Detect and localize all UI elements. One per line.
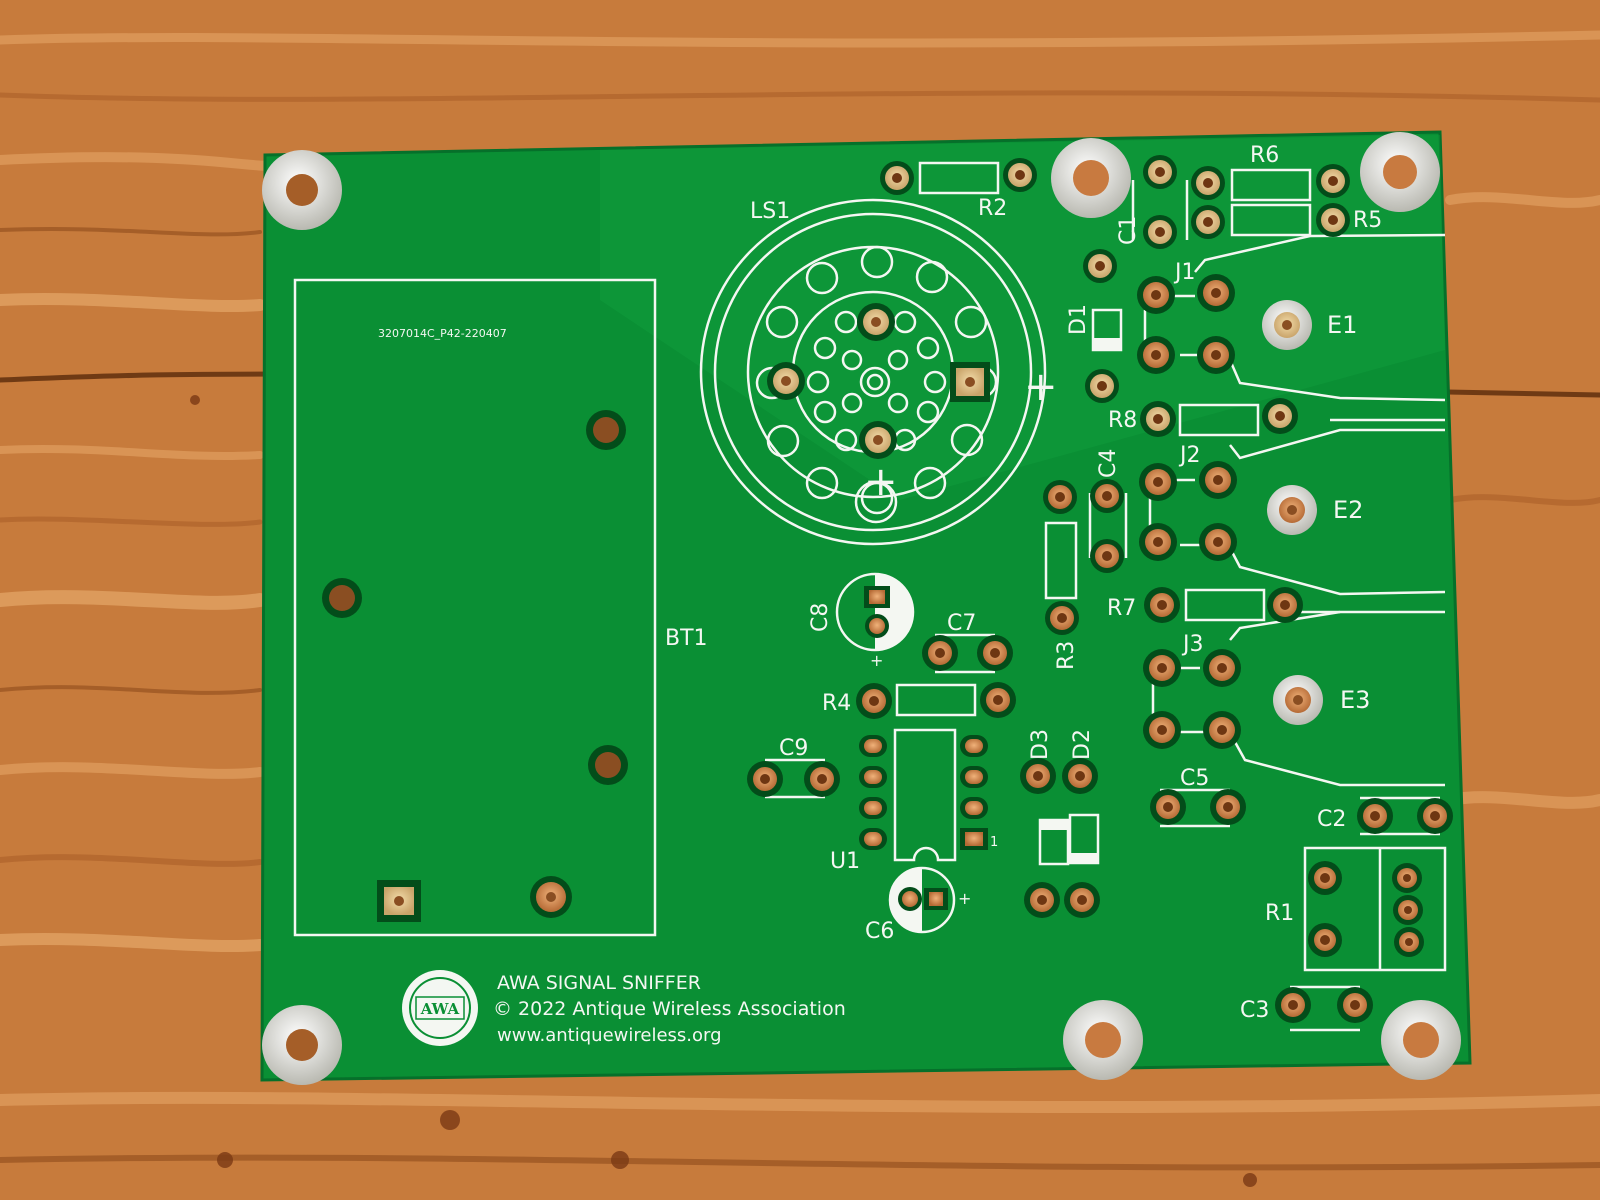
ls1-plus-bottom: + [864, 459, 898, 505]
label-j3: J3 [1181, 632, 1204, 657]
label-d1: D1 [1066, 304, 1091, 335]
label-r8: R8 [1108, 408, 1137, 433]
label-c8: C8 [808, 603, 833, 632]
bt1-outline [293, 278, 657, 937]
label-r2: R2 [978, 196, 1007, 221]
label-r4: R4 [822, 691, 851, 716]
label-r6: R6 [1250, 143, 1279, 168]
label-bt1: BT1 [665, 626, 708, 651]
label-c4: C4 [1096, 449, 1121, 478]
mounting-holes [262, 132, 1461, 1085]
u1-outline [893, 728, 957, 862]
wood-knots [190, 395, 1257, 1187]
label-ls1: LS1 [750, 199, 790, 224]
label-c5: C5 [1180, 766, 1209, 791]
trace-lines [1194, 233, 1446, 787]
silkscreen-labels: R2 R6 R5 C1 D1 J1 E1 R8 J2 E2 C4 R3 R7 J… [779, 143, 1382, 1023]
label-c8-plus: + [870, 651, 883, 670]
label-d3: D3 [1028, 729, 1053, 760]
label-j2: J2 [1178, 443, 1201, 468]
label-c6: C6 [865, 919, 894, 944]
bt1-pads [377, 876, 572, 922]
r1-outline [1303, 846, 1447, 972]
label-e1: E1 [1327, 311, 1357, 339]
bt1-holes [322, 410, 628, 785]
test-points [1262, 300, 1323, 725]
label-r3: R3 [1054, 641, 1079, 670]
label-e3: E3 [1340, 686, 1370, 714]
copper-pads [747, 155, 1453, 1023]
label-e2: E2 [1333, 496, 1363, 524]
ls1-plus-right: + [1024, 364, 1058, 410]
label-u1: U1 [830, 849, 860, 874]
label-c6-plus: + [958, 889, 971, 908]
label-r1: R1 [1265, 901, 1294, 926]
awa-logo: AWA [402, 970, 478, 1046]
board-website: www.antiquewireless.org [497, 1025, 722, 1046]
label-c7: C7 [947, 611, 976, 636]
diode-bands [1040, 338, 1121, 863]
label-r7: R7 [1107, 596, 1136, 621]
u1-pads [859, 735, 988, 850]
label-c1: C1 [1116, 216, 1141, 245]
label-j1: J1 [1173, 260, 1196, 285]
label-d2: D2 [1070, 729, 1095, 760]
label-u1-pin1: 1 [990, 835, 998, 850]
label-r5: R5 [1353, 208, 1382, 233]
awa-logo-text: AWA [420, 1000, 460, 1018]
label-c3: C3 [1240, 998, 1269, 1023]
capacitor-outlines [765, 180, 1440, 1032]
wood-grain [0, 30, 1600, 1171]
board-title: AWA SIGNAL SNIFFER [497, 972, 701, 994]
batch-code: 3207014C_P42-220407 [378, 327, 507, 340]
label-c9: C9 [779, 736, 808, 761]
board-copyright: © 2022 Antique Wireless Association [493, 998, 846, 1020]
speaker-pads [767, 303, 990, 459]
label-c2: C2 [1317, 807, 1346, 832]
